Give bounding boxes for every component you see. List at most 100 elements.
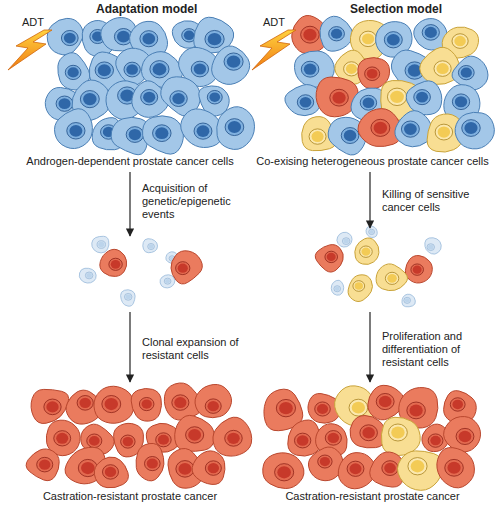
cell-nucleus-ring	[404, 297, 411, 303]
cancer-cell	[94, 457, 128, 488]
cell-body	[406, 81, 442, 115]
cell-body	[350, 416, 386, 448]
cell-nucleus-ring	[411, 264, 424, 275]
step-label: Clonal expansion of resistant cells	[142, 336, 242, 362]
cell-nucleus-ring	[456, 428, 474, 444]
cell-nucleus	[447, 462, 460, 474]
cancer-cell	[402, 294, 415, 307]
cell-nucleus-ring	[427, 244, 435, 251]
cell-nucleus	[172, 93, 184, 104]
cell-nucleus-ring	[95, 62, 113, 79]
cell-nucleus-ring	[347, 461, 364, 476]
cell-nucleus-ring	[121, 435, 135, 448]
cell-body	[94, 457, 128, 488]
cell-nucleus-ring	[56, 96, 73, 111]
cell-nucleus	[142, 33, 155, 44]
cancer-cell	[455, 112, 494, 149]
cell-nucleus-ring	[67, 123, 85, 139]
cell-nucleus	[331, 29, 342, 39]
cell-nucleus	[404, 123, 417, 135]
cell-nucleus-ring	[376, 393, 394, 409]
cell-body	[213, 417, 252, 456]
cell-nucleus-ring	[148, 243, 155, 249]
cell-body	[171, 251, 202, 284]
cancer-cell	[398, 451, 443, 490]
cell-nucleus	[105, 398, 119, 410]
cancer-cell	[331, 280, 343, 295]
cell-nucleus	[455, 96, 467, 107]
cell-nucleus-ring	[191, 61, 208, 77]
cancer-cell	[213, 417, 252, 456]
cancer-cell	[263, 453, 304, 489]
cell-population: Androgen-dependent prostate cancer cells	[15, 18, 245, 168]
cell-nucleus	[405, 298, 410, 302]
cell-nucleus	[68, 67, 79, 77]
cell-nucleus-ring	[341, 128, 359, 144]
cell-nucleus-ring	[458, 65, 474, 79]
cancer-cell	[47, 18, 83, 55]
cancer-cell	[160, 275, 175, 288]
cancer-cell	[55, 109, 93, 149]
cell-nucleus-ring	[360, 246, 373, 257]
cell-nucleus	[83, 93, 97, 105]
cell-nucleus	[184, 31, 195, 40]
cell-population: Castration-resistant prostate cancer	[15, 385, 245, 503]
cancer-cell	[444, 417, 481, 452]
cell-body	[160, 275, 175, 288]
column-title: Adaptation model	[96, 3, 226, 16]
cell-nucleus-ring	[325, 431, 341, 446]
cell-nucleus	[438, 126, 450, 137]
cell-nucleus	[352, 402, 365, 414]
cell-nucleus	[141, 399, 151, 408]
cell-nucleus-ring	[462, 120, 480, 137]
cell-nucleus-ring	[384, 32, 402, 48]
cell-nucleus	[379, 396, 392, 407]
cell-nucleus-ring	[207, 90, 222, 104]
cancer-cell	[358, 109, 401, 147]
cell-nucleus	[153, 63, 167, 75]
cell-nucleus	[197, 125, 210, 137]
cancer-cell	[92, 236, 109, 253]
cell-nucleus-ring	[65, 65, 81, 79]
cell-nucleus	[56, 433, 68, 444]
population-caption: Co-exising heterogeneous prostate cancer…	[256, 155, 488, 168]
treatment-label: ADT	[263, 16, 303, 29]
cancer-cell	[79, 268, 96, 283]
cancer-cell	[395, 111, 432, 147]
cell-nucleus	[416, 92, 428, 103]
cell-body	[366, 226, 377, 238]
cancer-cell	[175, 415, 215, 451]
cancer-cell	[100, 249, 127, 276]
cell-nucleus-ring	[102, 465, 118, 479]
cell-nucleus-ring	[139, 397, 154, 410]
process-arrow	[369, 172, 370, 228]
cell-nucleus	[303, 29, 316, 41]
cell-nucleus	[355, 282, 363, 290]
cell-nucleus	[300, 97, 312, 108]
cell-body	[217, 107, 255, 150]
cancer-cell	[381, 417, 420, 455]
lightning-bolt	[252, 30, 296, 70]
cancer-cell	[143, 116, 184, 154]
cell-nucleus-ring	[61, 30, 78, 45]
cell-nucleus	[413, 266, 422, 274]
cell-nucleus-ring	[334, 286, 341, 292]
cell-nucleus-ring	[37, 457, 53, 472]
cell-nucleus	[391, 426, 404, 438]
cell-body	[100, 249, 127, 276]
cell-nucleus	[194, 63, 206, 74]
cell-nucleus	[279, 402, 293, 414]
cell-body	[405, 256, 432, 283]
cell-nucleus-ring	[369, 229, 375, 234]
cell-nucleus	[387, 274, 397, 283]
cell-nucleus	[165, 279, 170, 283]
cell-nucleus-ring	[434, 61, 451, 77]
cell-nucleus-ring	[329, 27, 345, 41]
population-caption: Castration-resistant prostate cancer	[43, 490, 217, 503]
cell-nucleus-ring	[428, 434, 443, 447]
cell-body	[398, 451, 443, 490]
cell-illustration	[26, 15, 494, 490]
cancer-cell	[217, 107, 255, 150]
cell-nucleus-ring	[124, 62, 140, 77]
cell-body	[320, 16, 353, 51]
